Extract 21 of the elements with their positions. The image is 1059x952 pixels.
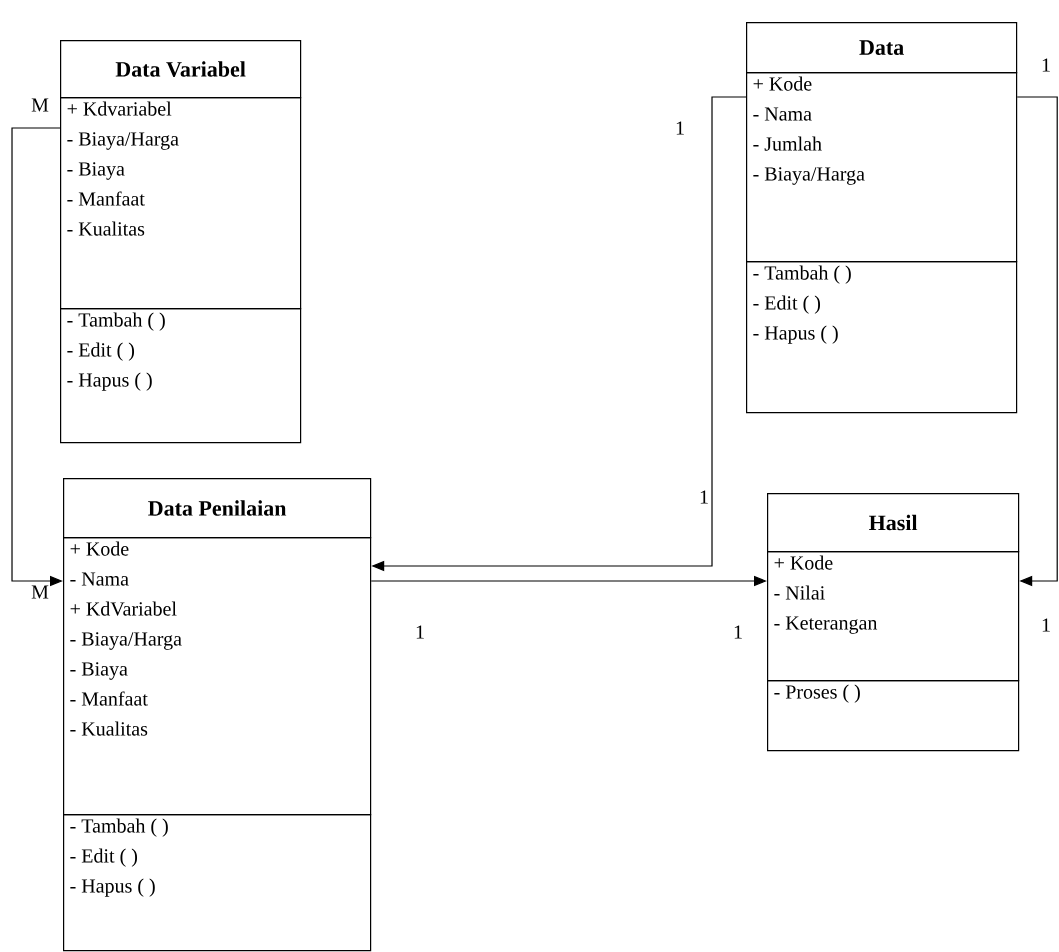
class-title-box: Data: [746, 22, 1018, 74]
connector-arrow: [1016, 96, 1058, 587]
class-compartment-box: - Tambah ( ) - Edit ( ) - Hapus ( ): [63, 814, 372, 952]
multiplicity-label: 1: [1042, 618, 1050, 632]
multiplicity-label: M: [31, 98, 49, 112]
class-title-box: Data Variabel: [60, 40, 302, 99]
class-compartment-box: + Kode - Nama - Jumlah - Biaya/Harga: [746, 72, 1018, 263]
multiplicity-label: 1: [700, 490, 708, 504]
multiplicity-label: M: [31, 585, 49, 599]
class-title-box: Hasil: [767, 493, 1020, 553]
class-compartment-box: + Kode - Nilai - Keterangan: [767, 551, 1020, 682]
class-compartment-box: - Tambah ( ) - Edit ( ) - Hapus ( ): [60, 308, 302, 444]
class-compartment-box: - Proses ( ): [767, 680, 1020, 752]
multiplicity-label: 1: [676, 121, 684, 135]
class-compartment-box: + Kdvariabel - Biaya/Harga - Biaya - Manfaat - Kualitas: [60, 97, 302, 310]
multiplicity-label: 1: [416, 625, 424, 639]
multiplicity-label: 1: [1042, 58, 1050, 72]
class-compartment-box: - Tambah ( ) - Edit ( ) - Hapus ( ): [746, 261, 1018, 414]
multiplicity-label: 1: [734, 625, 742, 639]
class-compartment-box: + Kode - Nama + KdVariabel - Biaya/Harga - Biaya - Manfaat - Kualitas: [63, 537, 372, 816]
class-title-box: Data Penilaian: [63, 478, 372, 539]
